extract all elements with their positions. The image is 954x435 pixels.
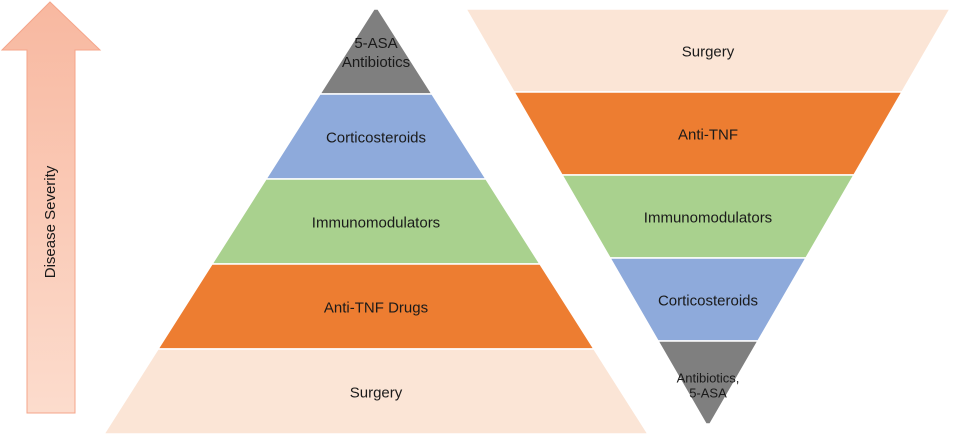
severity-arrow-shape	[0, 1, 102, 414]
left-pyramid-tier-4-label: Anti-TNF Drugs	[324, 299, 428, 316]
left-pyramid-tier-2-label: Corticosteroids	[326, 129, 426, 146]
right-pyramid-tier-1-label: Surgery	[682, 43, 735, 60]
disease-severity-arrow: Disease Severity	[0, 1, 102, 414]
right-pyramid-tier-3-label: Immunomodulators	[644, 209, 772, 226]
left-pyramid-tier-3-label: Immunomodulators	[312, 214, 440, 231]
right-pyramid-tier-4-label: Corticosteroids	[658, 292, 758, 309]
right-pyramid-tier-2-label: Anti-TNF	[678, 126, 738, 143]
right-pyramid-tier-5-label: Antibiotics,	[677, 370, 740, 385]
left-pyramid-tier-5-label: Surgery	[350, 384, 403, 401]
left-pyramid-tier-1-label: 5-ASA	[354, 35, 397, 52]
left-pyramid: 5-ASA AntibioticsCorticosteroidsImmunomod…	[102, 8, 650, 435]
severity-arrow-label: Disease Severity	[42, 165, 59, 278]
left-pyramid-tier-5	[102, 348, 650, 435]
right-pyramid-tier-5-label: 5-ASA	[689, 385, 727, 400]
left-pyramid-tier-1-label: Antibiotics	[342, 54, 410, 71]
right-pyramid-tier-5	[656, 340, 760, 425]
